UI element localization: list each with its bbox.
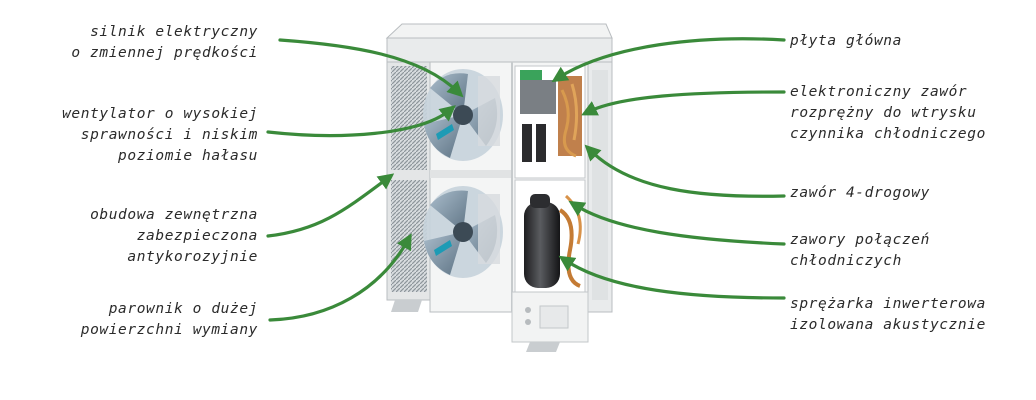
unit-feet	[391, 300, 560, 352]
label-casing: obudowa zewnętrzna zabezpieczona antykor…	[90, 205, 258, 268]
label-line: sprężarka inwerterowa	[790, 296, 986, 312]
label-line: zawory połączeń	[790, 232, 930, 248]
label-connectors: zawory połączeń chłodniczych	[790, 230, 930, 272]
label-valve: elektroniczny zawór rozprężny do wtrysku…	[790, 82, 986, 145]
label-evaporator: parownik o dużej powierzchni wymiany	[81, 299, 258, 341]
label-line: zabezpieczona	[136, 228, 258, 244]
control-section	[514, 65, 586, 179]
arrow-mainboard	[551, 37, 786, 83]
arrow-casing	[266, 173, 395, 238]
label-line: wentylator o wysokiej	[62, 106, 258, 122]
label-line: o zmiennej prędkości	[71, 45, 258, 61]
label-line: zawór 4-drogowy	[790, 185, 930, 201]
arrow-evaporator	[268, 233, 412, 322]
arrow-compressor	[558, 255, 786, 300]
callout-arrows-left	[266, 38, 464, 322]
label-motor: silnik elektryczny o zmiennej prędkości	[71, 22, 258, 64]
label-line: obudowa zewnętrzna	[90, 207, 258, 223]
label-line: powierzchni wymiany	[80, 322, 258, 338]
arrow-four-way	[584, 144, 786, 198]
label-line: poziomie hałasu	[118, 148, 258, 164]
label-line: elektroniczny zawór	[790, 84, 968, 100]
side-panel	[386, 61, 431, 301]
casing-top	[385, 23, 613, 63]
arrow-fan	[266, 105, 456, 138]
compressor-section	[511, 179, 589, 343]
label-mainboard: płyta główna	[790, 31, 902, 52]
arrow-motor	[278, 38, 464, 98]
arrow-valve	[581, 90, 786, 116]
label-fan: wentylator o wysokiej sprawności i niski…	[62, 104, 258, 167]
label-compressor: sprężarka inwerterowa izolowana akustycz…	[790, 294, 986, 336]
label-line: antykorozyjnie	[127, 249, 258, 265]
label-line: parownik o dużej	[108, 301, 258, 317]
label-four-way: zawór 4-drogowy	[790, 183, 930, 204]
upper-fan	[423, 69, 503, 161]
label-line: czynnika chłodniczego	[790, 126, 986, 142]
arrow-connectors	[568, 200, 786, 246]
label-line: chłodniczych	[790, 253, 902, 269]
lower-fan	[423, 186, 503, 278]
label-line: rozprężny do wtrysku	[790, 105, 977, 121]
callout-arrows-right	[551, 37, 786, 300]
label-line: sprawności i niskim	[80, 127, 258, 143]
label-line: płyta główna	[790, 33, 902, 49]
label-line: izolowana akustycznie	[790, 317, 986, 333]
label-line: silnik elektryczny	[90, 24, 258, 40]
